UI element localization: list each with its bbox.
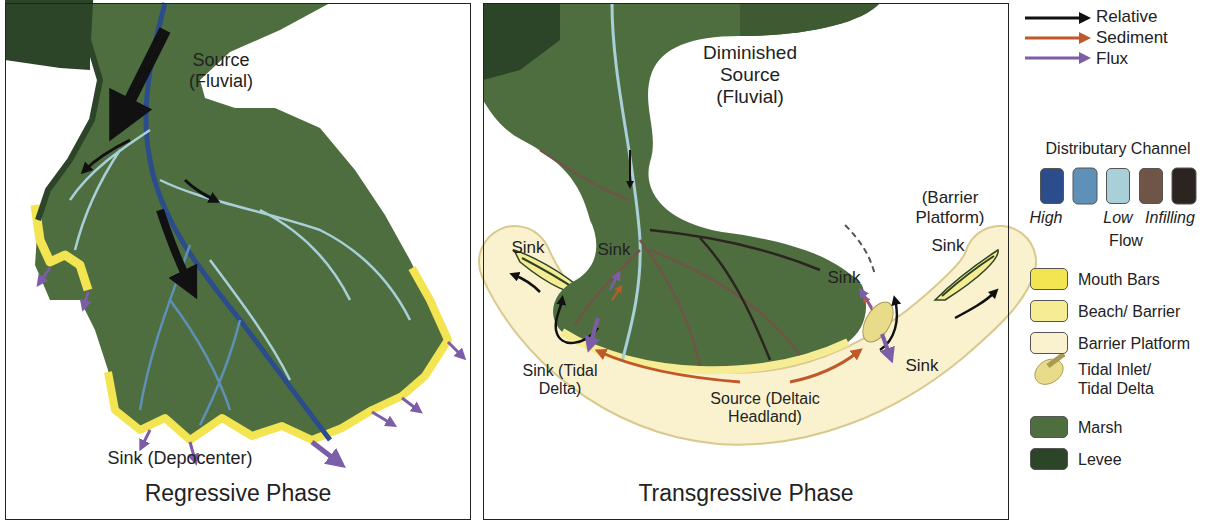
legend-text: Infilling (1132, 208, 1208, 227)
map-label: Sink (592, 240, 636, 260)
legend-text: Relative Sediment Flux (1096, 6, 1176, 69)
map-label: Sink (Depocenter) (95, 448, 265, 469)
map-label: Sink (Tidal Delta) (505, 362, 615, 399)
legend-text: Tidal Inlet/ Tidal Delta (1078, 360, 1178, 398)
map-label: (Barrier Platform) (900, 188, 1000, 227)
legend-text: Barrier Platform (1078, 334, 1208, 353)
legend-text: Beach/ Barrier (1078, 302, 1208, 321)
legend-swatch (1040, 168, 1064, 204)
legend-text: Low (1098, 208, 1138, 227)
map-label: Source (Fluvial) (178, 50, 264, 91)
map-label: Sink (926, 236, 970, 256)
map-label: Distributary Channel (1028, 140, 1208, 158)
legend-text: High (1026, 208, 1066, 227)
legend-swatch (1030, 268, 1068, 290)
legend-swatch (1030, 416, 1068, 438)
legend-swatch (1030, 332, 1068, 354)
phase-title: Transgressive Phase (484, 480, 1008, 507)
legend-swatch (1030, 300, 1068, 322)
map-label: Flow (1096, 232, 1156, 250)
map-label: Sink (900, 356, 944, 376)
legend-text: Mouth Bars (1078, 270, 1208, 289)
legend-text: Marsh (1078, 418, 1208, 437)
legend-swatch (1106, 168, 1130, 204)
phase-title: Regressive Phase (6, 480, 470, 507)
map-label: Source (Deltaic Headland) (680, 390, 850, 427)
map-label: Diminished Source (Fluvial) (690, 42, 810, 108)
map-label: Sink (506, 238, 550, 258)
legend-swatch (1139, 168, 1163, 204)
map-label: Sink (822, 268, 866, 288)
legend-text: Levee (1078, 450, 1208, 469)
legend-swatch (1030, 448, 1068, 470)
